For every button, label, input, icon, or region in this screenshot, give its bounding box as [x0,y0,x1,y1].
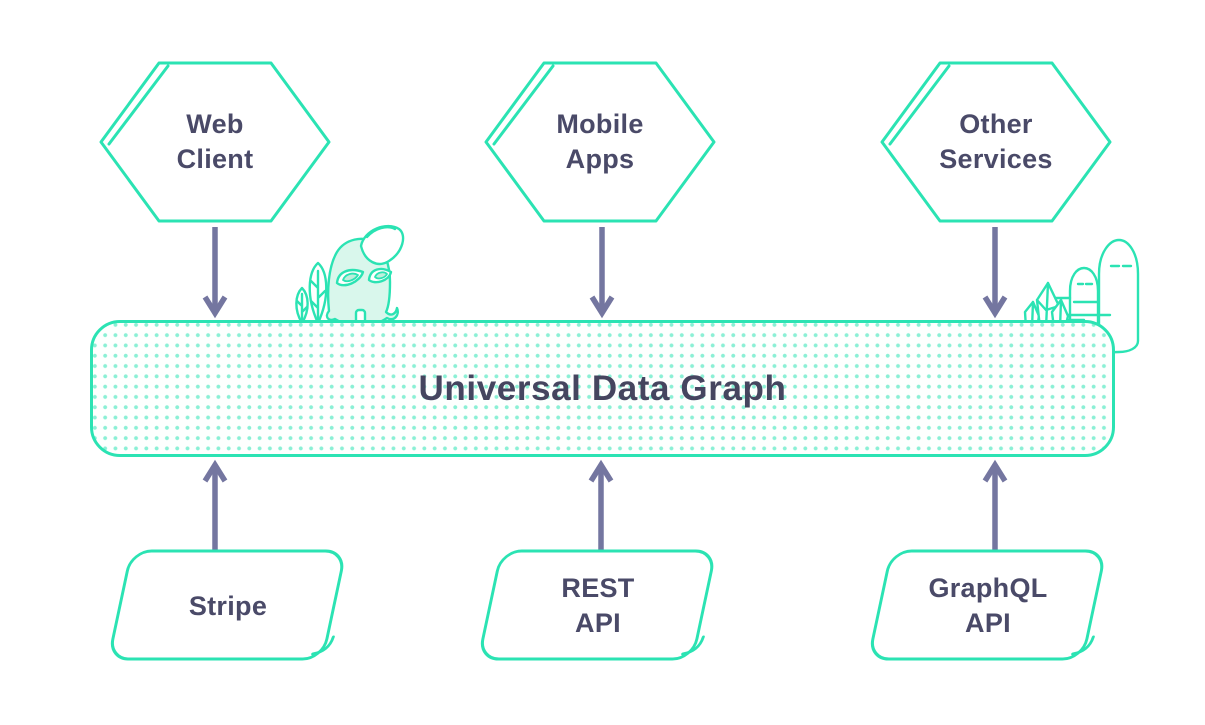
arrow-down-icon [982,227,1008,319]
arrow-up-icon [202,459,228,551]
node-stripe: Stripe [106,549,350,663]
node-other-services: Other Services [879,60,1113,224]
node-label-rest-api: REST API [561,573,635,638]
arrow-up-icon [982,459,1008,551]
hexagon-shape-icon [880,61,1112,223]
node-label-web-client: Web Client [176,109,254,174]
node-label-other-services: Other Services [939,109,1053,174]
node-label-mobile-apps: Mobile Apps [556,109,644,174]
node-label-graphql-api: GraphQL API [928,573,1048,638]
skewed-box-shape-icon [480,549,714,661]
node-graphql-api: GraphQL API [866,549,1110,663]
hexagon-shape-icon [484,61,716,223]
node-label-stripe: Stripe [188,590,268,621]
skewed-box-shape-icon [870,549,1104,661]
hub-label: Universal Data Graph [418,368,787,408]
hexagon-shape-icon [99,61,331,223]
skewed-box-shape-icon [110,549,344,661]
arrow-up-icon [588,459,614,551]
arrow-down-icon [202,227,228,319]
arrow-down-icon [589,227,615,319]
leaf-mascot-icon [295,224,405,325]
node-web-client: Web Client [98,60,332,224]
node-rest-api: REST API [476,549,720,663]
node-mobile-apps: Mobile Apps [483,60,717,224]
hub-universal-data-graph: Universal Data Graph [90,320,1115,457]
